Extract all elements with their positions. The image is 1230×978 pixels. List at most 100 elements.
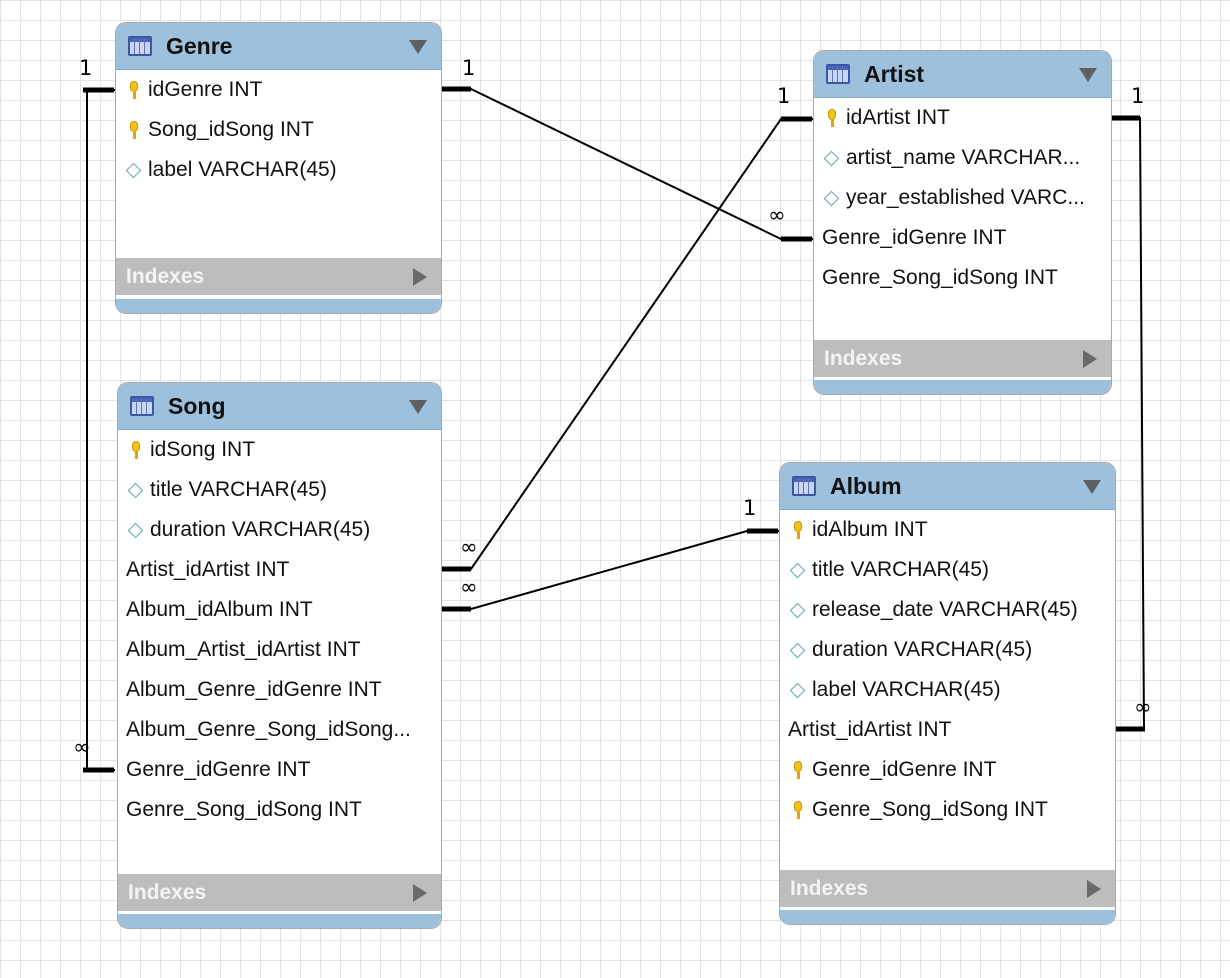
column-label: Album_idAlbum INT: [126, 598, 313, 621]
table-footer: [118, 914, 441, 928]
column-row[interactable]: Album_Artist_idArtist INT: [118, 630, 441, 670]
table-header[interactable]: Song: [118, 383, 441, 430]
column-label: artist_name VARCHAR...: [846, 146, 1081, 169]
column-label: release_date VARCHAR(45): [812, 598, 1078, 621]
column-row[interactable]: Genre_Song_idSong INT: [814, 258, 1111, 298]
collapse-arrow-icon[interactable]: [409, 400, 427, 414]
indexes-section[interactable]: Indexes: [116, 258, 441, 295]
collapse-arrow-icon[interactable]: [409, 40, 427, 54]
collapse-arrow-icon[interactable]: [1083, 480, 1101, 494]
column-row[interactable]: Album_Genre_Song_idSong...: [118, 710, 441, 750]
column-label: duration VARCHAR(45): [812, 638, 1033, 661]
column-label: label VARCHAR(45): [812, 678, 1001, 701]
table-title: Album: [830, 472, 902, 499]
column-row[interactable]: Genre_idGenre INT: [780, 750, 1115, 790]
table-footer: [116, 299, 441, 313]
expand-arrow-icon[interactable]: [1087, 880, 1101, 898]
column-row[interactable]: title VARCHAR(45): [118, 470, 441, 510]
indexes-section[interactable]: Indexes: [814, 340, 1111, 377]
cardinality-many-label: ∞: [1134, 695, 1152, 719]
column-row[interactable]: Artist_idArtist INT: [780, 710, 1115, 750]
column-row[interactable]: idArtist INT: [814, 98, 1111, 138]
expand-arrow-icon[interactable]: [1083, 350, 1097, 368]
expand-arrow-icon[interactable]: [413, 884, 427, 902]
cardinality-many-label: ∞: [768, 203, 786, 227]
primary-key-icon: [794, 761, 802, 779]
table-genre[interactable]: Genre idGenre INT Song_idSong INT label …: [115, 22, 442, 314]
column-label: Album_Genre_idGenre INT: [126, 678, 382, 701]
cardinality-many-label: ∞: [460, 575, 478, 599]
column-row[interactable]: artist_name VARCHAR...: [814, 138, 1111, 178]
primary-key-icon: [794, 521, 802, 539]
column-list: idGenre INT Song_idSong INT label VARCHA…: [116, 70, 441, 190]
indexes-section[interactable]: Indexes: [780, 870, 1115, 907]
column-label: Artist_idArtist INT: [126, 558, 290, 581]
cardinality-many-label: ∞: [73, 735, 91, 759]
table-icon: [826, 64, 850, 84]
rel-album-song: [441, 528, 779, 612]
table-album[interactable]: Album idAlbum INT title VARCHAR(45) rele…: [779, 462, 1116, 925]
column-row[interactable]: duration VARCHAR(45): [780, 630, 1115, 670]
column-label: idAlbum INT: [812, 518, 928, 541]
rel-genre-song: [83, 87, 115, 773]
primary-key-icon: [130, 81, 138, 99]
table-song[interactable]: Song idSong INT title VARCHAR(45) durati…: [117, 382, 442, 929]
attribute-diamond-icon: [789, 602, 806, 618]
column-row[interactable]: Genre_idGenre INT: [118, 750, 441, 790]
column-row[interactable]: title VARCHAR(45): [780, 550, 1115, 590]
column-row[interactable]: release_date VARCHAR(45): [780, 590, 1115, 630]
column-row[interactable]: label VARCHAR(45): [116, 150, 441, 190]
table-icon: [128, 36, 152, 56]
column-row[interactable]: Artist_idArtist INT: [118, 550, 441, 590]
table-title: Genre: [166, 32, 233, 59]
column-row[interactable]: Genre_Song_idSong INT: [780, 790, 1115, 830]
table-header[interactable]: Album: [780, 463, 1115, 510]
table-artist[interactable]: Artist idArtist INT artist_name VARCHAR.…: [813, 50, 1112, 395]
indexes-label: Indexes: [128, 880, 207, 904]
column-label: duration VARCHAR(45): [150, 518, 371, 541]
attribute-diamond-icon: [789, 562, 806, 578]
column-label: Genre_idGenre INT: [126, 758, 311, 781]
primary-key-icon: [130, 121, 138, 139]
column-label: Song_idSong INT: [148, 118, 314, 141]
column-row[interactable]: idAlbum INT: [780, 510, 1115, 550]
expand-arrow-icon[interactable]: [413, 268, 427, 286]
column-row[interactable]: label VARCHAR(45): [780, 670, 1115, 710]
column-label: year_established VARC...: [846, 186, 1085, 209]
column-row[interactable]: Genre_Song_idSong INT: [118, 790, 441, 830]
column-label: label VARCHAR(45): [148, 158, 337, 181]
indexes-label: Indexes: [790, 876, 869, 900]
column-list: idArtist INT artist_name VARCHAR... year…: [814, 98, 1111, 298]
column-row[interactable]: duration VARCHAR(45): [118, 510, 441, 550]
table-footer: [780, 910, 1115, 924]
cardinality-one-label: 1: [1131, 84, 1144, 108]
column-row[interactable]: year_established VARC...: [814, 178, 1111, 218]
column-list: idSong INT title VARCHAR(45) duration VA…: [118, 430, 441, 830]
column-label: title VARCHAR(45): [150, 478, 327, 501]
attribute-diamond-icon: [823, 150, 840, 166]
column-row[interactable]: idSong INT: [118, 430, 441, 470]
rel-artist-song: [441, 116, 813, 572]
cardinality-one-label: 1: [462, 56, 475, 80]
primary-key-icon: [828, 109, 836, 127]
column-row[interactable]: Song_idSong INT: [116, 110, 441, 150]
column-row[interactable]: Album_Genre_idGenre INT: [118, 670, 441, 710]
column-label: Genre_Song_idSong INT: [126, 798, 362, 821]
indexes-section[interactable]: Indexes: [118, 874, 441, 911]
column-label: Genre_idGenre INT: [812, 758, 997, 781]
column-row[interactable]: Album_idAlbum INT: [118, 590, 441, 630]
table-header[interactable]: Genre: [116, 23, 441, 70]
primary-key-icon: [132, 441, 140, 459]
column-label: Genre_Song_idSong INT: [812, 798, 1048, 821]
attribute-diamond-icon: [125, 162, 142, 178]
table-header[interactable]: Artist: [814, 51, 1111, 98]
primary-key-icon: [794, 801, 802, 819]
attribute-diamond-icon: [789, 682, 806, 698]
collapse-arrow-icon[interactable]: [1079, 68, 1097, 82]
column-row[interactable]: idGenre INT: [116, 70, 441, 110]
column-row[interactable]: Genre_idGenre INT: [814, 218, 1111, 258]
column-label: idGenre INT: [148, 78, 263, 101]
indexes-label: Indexes: [126, 264, 205, 288]
column-label: idSong INT: [150, 438, 256, 461]
column-list: idAlbum INT title VARCHAR(45) release_da…: [780, 510, 1115, 830]
